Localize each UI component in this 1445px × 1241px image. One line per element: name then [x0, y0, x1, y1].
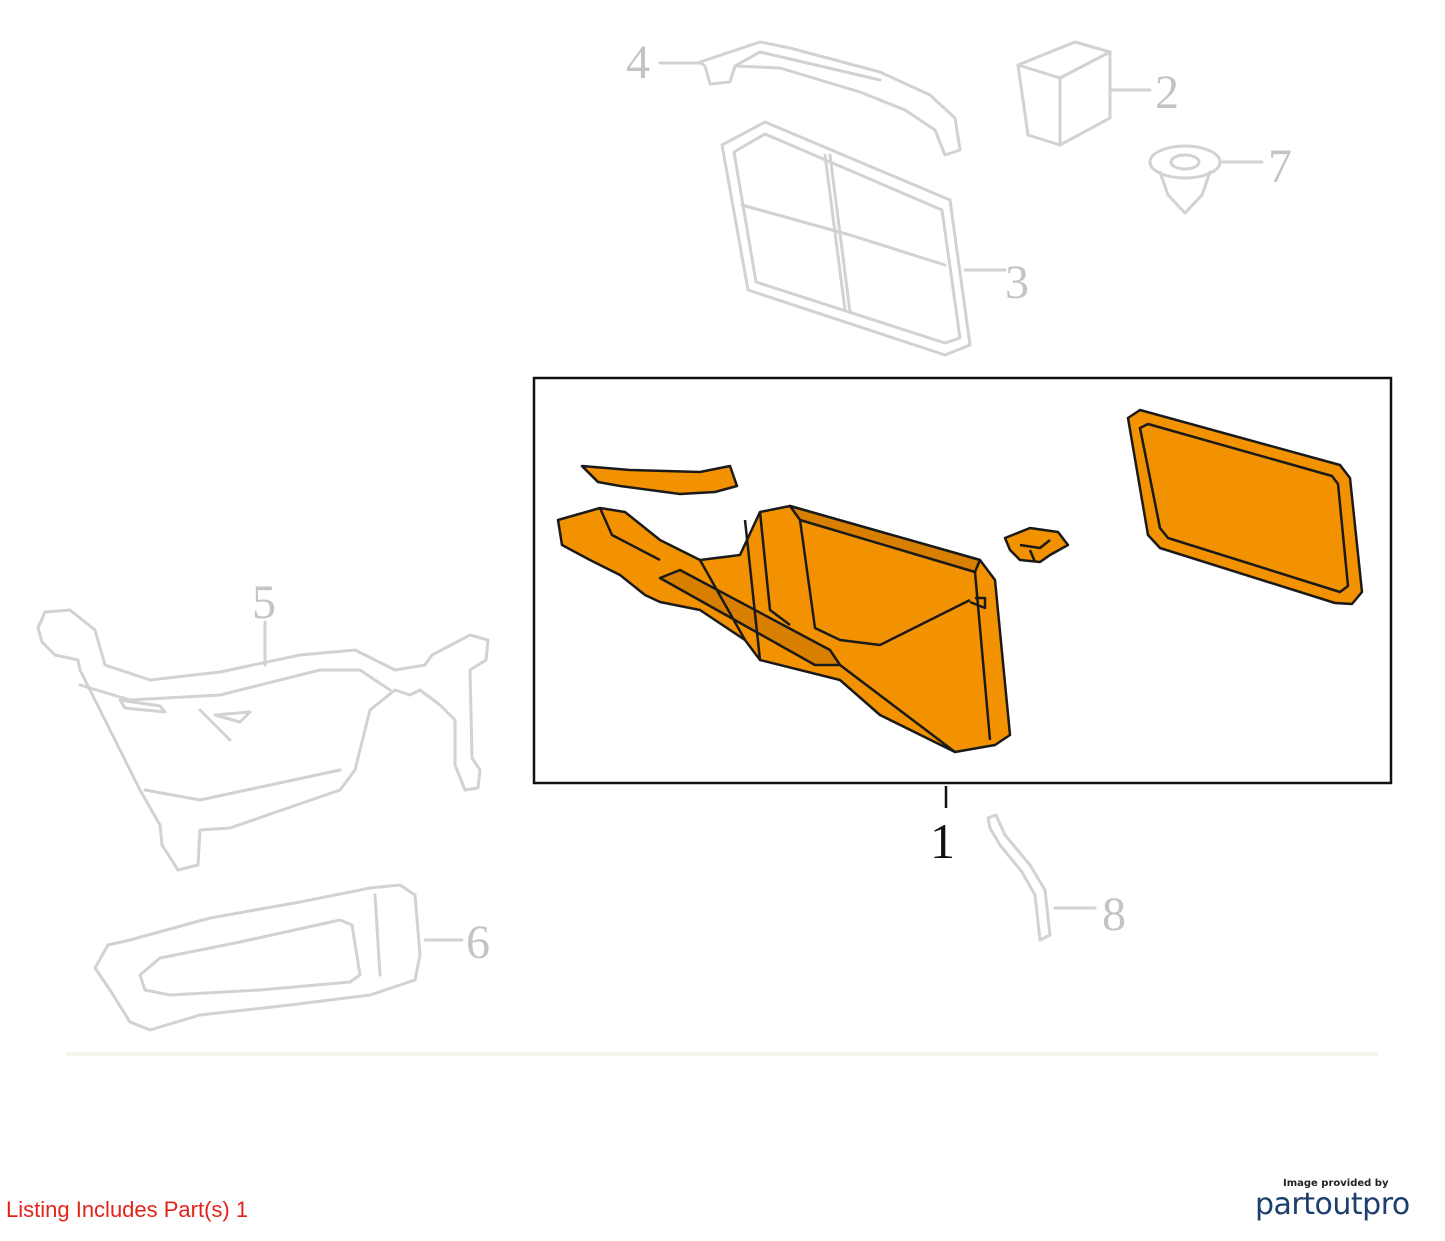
credit-label: Image provided by — [1283, 1178, 1389, 1189]
part-1-highlight-box — [532, 376, 1393, 785]
part-1-strip — [580, 464, 739, 496]
part-1-clip — [1003, 526, 1070, 564]
divider — [66, 1052, 1378, 1056]
callout-7: 7 — [1268, 140, 1292, 193]
callout-5: 5 — [252, 576, 276, 629]
part-2-block: 2 — [1016, 40, 1179, 147]
brand-logo: partoutpro — [1255, 1187, 1410, 1222]
listing-note: Listing Includes Part(s) 1 — [6, 1197, 249, 1222]
callout-2: 2 — [1155, 66, 1179, 119]
image-credit: Image provided by partoutpro — [1255, 1178, 1435, 1222]
part-5-frame: 5 — [36, 576, 490, 872]
part-4-bracket: 4 — [626, 36, 962, 157]
part-8-hose: 8 — [986, 813, 1126, 942]
part-7-clip: 7 — [1148, 140, 1292, 215]
callout-1: 1 — [930, 813, 955, 869]
part-6-duct: 6 — [93, 883, 490, 1032]
callout-8: 8 — [1102, 888, 1126, 941]
callout-4: 4 — [626, 36, 650, 89]
part-3-filter: 3 — [720, 120, 1029, 357]
callout-3: 3 — [1005, 256, 1029, 309]
callout-6: 6 — [466, 916, 490, 969]
